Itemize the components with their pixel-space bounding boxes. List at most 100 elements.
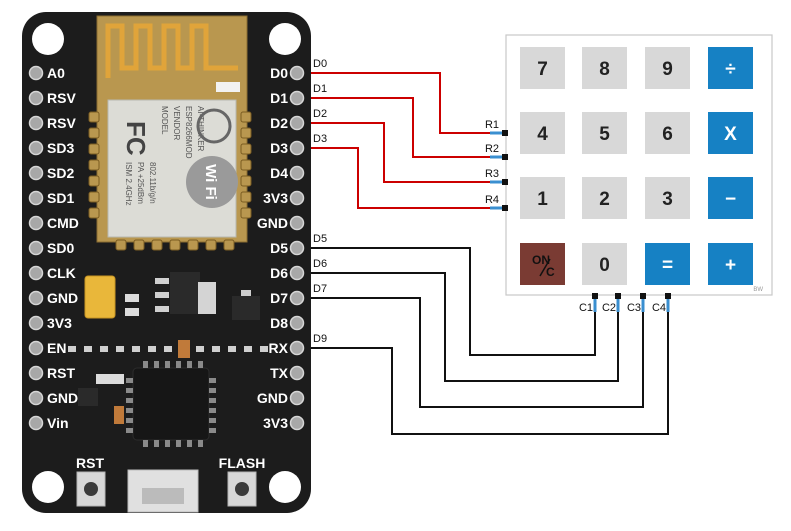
key-face (582, 112, 627, 154)
pin-left-a0-0 (28, 65, 44, 81)
key-5[interactable]: 5 (582, 112, 627, 154)
wire-d5-to-c1 (303, 247, 596, 356)
module-pad-left-2 (88, 143, 100, 155)
pin-right-d2-2 (289, 115, 305, 131)
module-pad-left-5 (88, 191, 100, 203)
pin-label-right-11: RX (269, 340, 289, 356)
key-face (708, 112, 753, 154)
wire-d9-to-c4 (303, 312, 669, 435)
chip-leg-left-5 (126, 428, 133, 433)
pin-label-right-6: GND (257, 215, 288, 231)
key-2[interactable]: 2 (582, 177, 627, 219)
module-pad-right-6 (240, 207, 252, 219)
chip-leg-right-3 (209, 408, 216, 413)
usb-chip-legs (126, 361, 216, 447)
module-pad-bottom-2 (151, 239, 163, 251)
col-pin-label-c1: C1 (579, 302, 593, 314)
key-face (645, 112, 690, 154)
key-1[interactable]: 1 (520, 177, 565, 219)
key-on-c[interactable]: ONC (520, 243, 565, 285)
wire-label-d9: D9 (313, 333, 327, 345)
chip-leg-top-2 (165, 361, 170, 368)
key-label: ÷ (725, 59, 735, 80)
key-sym-3-2[interactable]: = (645, 243, 690, 285)
module-text-2: ESP8266MOD (184, 106, 193, 159)
pin-left-clk-8 (28, 265, 44, 281)
pin-left-gnd-9 (28, 290, 44, 306)
col-pin-header-c3 (640, 293, 646, 299)
key-label: + (725, 255, 736, 276)
pin-label-right-12: TX (270, 365, 289, 381)
pin-label-right-5: 3V3 (263, 190, 288, 206)
row-pin-header-r3 (502, 179, 508, 185)
chip-leg-right-5 (209, 428, 216, 433)
key-9[interactable]: 9 (645, 47, 690, 89)
regulator-tab (170, 272, 200, 314)
mount-hole-top-left (32, 23, 64, 55)
key-face (520, 112, 565, 154)
pin-left-sd1-5 (28, 190, 44, 206)
smd-resistor-2 (125, 308, 139, 316)
pin-right-gnd-13 (289, 390, 305, 406)
micro-usb-port (127, 469, 199, 513)
wire-label-d7: D7 (313, 283, 327, 295)
module-pad-right-3 (240, 159, 252, 171)
module-pad-left-0 (88, 111, 100, 123)
module-pad-right-4 (240, 175, 252, 187)
key-label-slash (539, 258, 551, 277)
key-4[interactable]: 4 (520, 112, 565, 154)
key-sym-2-3[interactable]: − (708, 177, 753, 219)
antenna-trace (105, 23, 238, 78)
key-x[interactable]: X (708, 112, 753, 154)
key-label: X (724, 124, 737, 145)
regulator-body (198, 282, 216, 314)
row-pin-label-r1: R1 (485, 119, 499, 131)
pin-label-left-11: EN (47, 340, 66, 356)
pin-left-cmd-6 (28, 215, 44, 231)
pin-label-left-3: SD3 (47, 140, 74, 156)
col-pin-header-c2 (615, 293, 621, 299)
module-text-6: 802.11b/g/n (148, 162, 157, 204)
key-6[interactable]: 6 (645, 112, 690, 154)
regulator-pin-2 (155, 292, 169, 298)
rst-button[interactable] (76, 471, 106, 507)
pin-right-gnd-6 (289, 215, 305, 231)
keypad-watermark: BW (753, 287, 763, 293)
chip-leg-top-1 (154, 361, 159, 368)
pin-right-d6-8 (289, 265, 305, 281)
key-0[interactable]: 0 (582, 243, 627, 285)
key-label: 8 (599, 59, 610, 80)
key-sym-3-3[interactable]: + (708, 243, 753, 285)
pin-label-right-13: GND (257, 390, 288, 406)
key-3[interactable]: 3 (645, 177, 690, 219)
chip-leg-bottom-0 (143, 440, 148, 447)
module-pad-bottom-5 (205, 239, 217, 251)
chip-leg-left-2 (126, 398, 133, 403)
rst-button-label: RST (76, 455, 104, 471)
pin-right-3v3-14 (289, 415, 305, 431)
wire-d6-to-c2 (303, 272, 619, 382)
pin-label-right-10: D8 (270, 315, 288, 331)
row-pin-header-r2 (502, 154, 508, 160)
chip-leg-top-5 (198, 361, 203, 368)
pin-left-rsv-2 (28, 115, 44, 131)
key-8[interactable]: 8 (582, 47, 627, 89)
chip-leg-top-4 (187, 361, 192, 368)
pin-right-d5-7 (289, 240, 305, 256)
smd-cap-1 (114, 406, 124, 424)
pin-left-3v3-10 (28, 315, 44, 331)
flash-button[interactable] (227, 471, 257, 507)
mount-hole-bottom-right (269, 471, 301, 503)
voltage-regulator-cap (84, 275, 116, 319)
pin-left-gnd-13 (28, 390, 44, 406)
mount-hole-top-right (269, 23, 301, 55)
wifi-logo (186, 156, 238, 208)
module-pad-bottom-1 (133, 239, 145, 251)
col-pin-label-c3: C3 (627, 302, 641, 314)
flash-button-label: FLASH (219, 455, 266, 471)
pin-label-right-8: D6 (270, 265, 288, 281)
key-face (520, 243, 565, 285)
key-sym-0-3[interactable]: ÷ (708, 47, 753, 89)
key-7[interactable]: 7 (520, 47, 565, 89)
